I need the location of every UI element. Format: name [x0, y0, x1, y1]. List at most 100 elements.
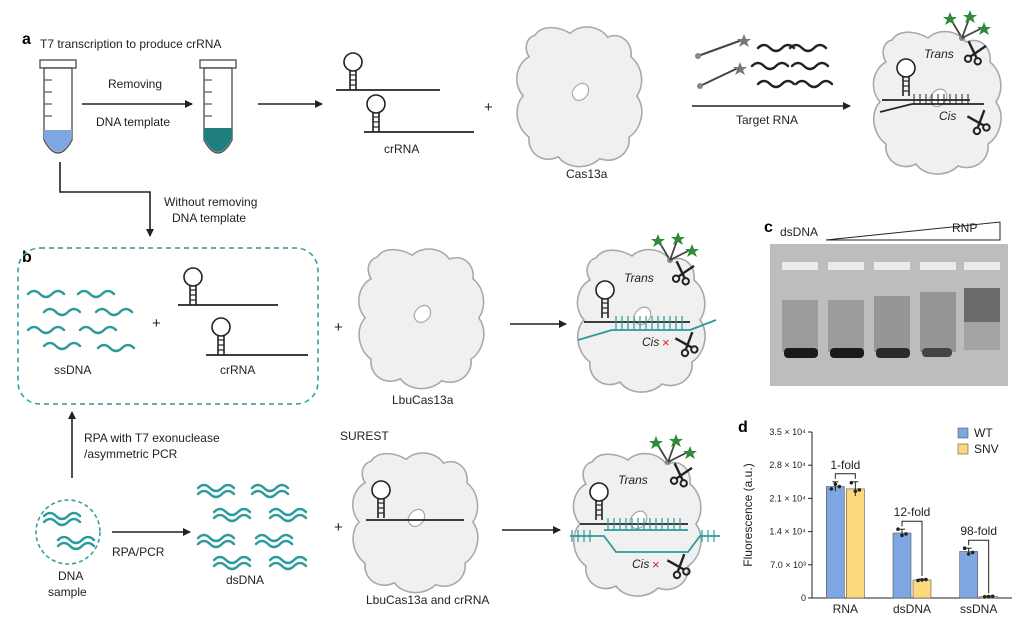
bar-chart: 0 7.0 × 10³ 1.4 × 10⁴ 2.1 × 10⁴ 2.8 × 10⁴ 3.5…	[741, 426, 1012, 616]
t7-transcription-label: T7 transcription to produce crRNA	[40, 37, 221, 51]
y-tick-label: 3.5 × 10⁴	[769, 427, 806, 437]
ssdna-crrna-box	[17, 247, 319, 405]
dsdna-label: dsDNA	[226, 573, 264, 587]
y-tick-label: 7.0 × 10³	[770, 560, 806, 570]
bar	[826, 486, 845, 599]
tube-icon-1	[39, 59, 77, 154]
cis-label-surest: Cis	[632, 557, 649, 571]
svg-text:×: ×	[662, 335, 670, 350]
x-tick-label: dsDNA	[893, 602, 931, 616]
crrna-strand-b2	[206, 317, 308, 356]
lbucas13a-crrna-label: LbuCas13a and crRNA	[366, 593, 489, 607]
cas13a-protein	[516, 26, 643, 168]
dna-sample-strands	[42, 511, 96, 551]
x-tick-label: ssDNA	[960, 602, 997, 616]
crrna-label: crRNA	[384, 142, 419, 156]
data-point	[833, 482, 838, 486]
panel-a-label: a	[22, 31, 31, 48]
crrna-strand-b1	[178, 267, 278, 306]
plus-sign: +	[484, 99, 493, 116]
bar	[846, 488, 865, 599]
surest-label: SUREST	[340, 429, 389, 443]
rpa-t7-label: RPA with T7 exonuclease	[84, 431, 220, 445]
legend-swatch	[957, 443, 969, 455]
legend-label: WT	[974, 426, 993, 440]
rnp-gradient-triangle	[825, 221, 1001, 241]
fold-bracket	[968, 539, 990, 594]
cas13a-active-complex	[872, 9, 1002, 175]
data-point	[896, 527, 900, 532]
fold-label: 98-fold	[960, 524, 997, 538]
ssdna-label: ssDNA	[54, 363, 91, 377]
bar	[912, 579, 932, 599]
crrna-strand-1	[336, 52, 440, 91]
bar	[959, 551, 978, 599]
fold-label: 12-fold	[894, 505, 931, 519]
without-dna-template-label: DNA template	[172, 211, 246, 225]
fold-bracket	[834, 473, 856, 479]
removing-label: Removing	[108, 77, 162, 91]
dna-sample-circle	[35, 499, 101, 565]
dsdna-strands	[196, 483, 308, 571]
dna-label: DNA	[58, 569, 83, 583]
plus-sign-b2: +	[334, 319, 343, 336]
reporter-probes	[695, 34, 751, 89]
data-point	[904, 532, 908, 536]
data-point	[916, 578, 920, 583]
rpa-pcr-label: RPA/PCR	[112, 545, 165, 559]
plus-sign-b3: +	[334, 519, 343, 536]
lbucas13a-label: LbuCas13a	[392, 393, 454, 407]
cas13a-label: Cas13a	[566, 167, 608, 181]
legend-swatch	[957, 427, 969, 439]
data-point	[970, 550, 975, 555]
y-tick-label: 0	[801, 593, 806, 603]
ssdna-strands	[26, 289, 136, 353]
crrna-label-b: crRNA	[220, 363, 255, 377]
trans-label: Trans	[924, 47, 954, 61]
data-point	[962, 546, 967, 550]
y-axis-title: Fluorescence (a.u.)	[741, 463, 755, 566]
tube-icon-2	[199, 59, 237, 154]
target-rna-strands	[750, 43, 834, 89]
plus-sign-b1: +	[152, 315, 161, 332]
asymmetric-pcr-label: /asymmetric PCR	[84, 447, 178, 461]
gel-rnp-label: RNP	[952, 221, 977, 235]
trans-label-b: Trans	[624, 271, 654, 285]
lbucas13a-protein	[358, 248, 485, 390]
panel-d-label: d	[738, 419, 748, 436]
target-rna-label: Target RNA	[736, 113, 798, 127]
data-point	[982, 595, 987, 599]
fold-bracket	[901, 520, 923, 577]
bar	[892, 532, 912, 599]
cis-label: Cis	[939, 109, 956, 123]
gel-image	[770, 244, 1008, 386]
crrna-strand-2	[364, 94, 474, 133]
lbucas13a-active-complex: ×	[576, 231, 717, 393]
data-point	[986, 594, 991, 599]
without-removing-label: Without removing	[164, 195, 257, 209]
dna-template-label: DNA template	[96, 115, 170, 129]
data-point	[920, 578, 924, 582]
cis-label-b: Cis	[642, 335, 659, 349]
data-point	[857, 488, 862, 492]
data-point	[966, 552, 971, 556]
data-point	[853, 489, 858, 494]
y-tick-label: 1.4 × 10⁴	[769, 527, 806, 537]
y-tick-label: 2.1 × 10⁴	[769, 493, 806, 503]
panel-c-label: c	[764, 219, 773, 236]
trans-label-surest: Trans	[618, 473, 648, 487]
fold-label: 1-fold	[830, 458, 860, 472]
surest-active-complex: ×	[570, 433, 720, 597]
data-point	[900, 533, 904, 538]
data-point	[829, 487, 834, 491]
y-tick-label: 2.8 × 10⁴	[769, 460, 806, 470]
svg-text:×: ×	[652, 557, 660, 572]
data-point	[924, 577, 928, 582]
sample-label: sample	[48, 585, 87, 599]
lbucas13a-crrna-complex	[352, 452, 479, 594]
data-point	[849, 480, 854, 485]
panel-b-label: b	[22, 249, 32, 266]
legend-label: SNV	[974, 442, 999, 456]
data-point	[990, 594, 995, 599]
